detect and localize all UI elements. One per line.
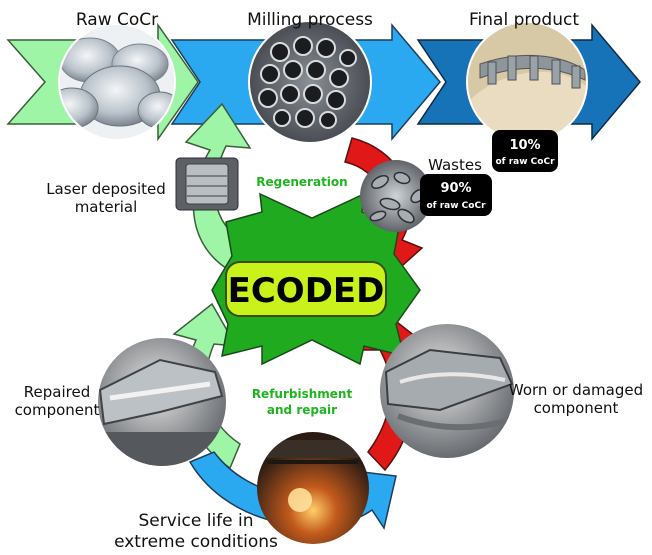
final-percent: 10% bbox=[509, 138, 540, 153]
worn-label-line1: Worn or damaged bbox=[509, 381, 643, 399]
service-life-photo bbox=[257, 432, 369, 544]
laser-deposit-photo bbox=[175, 157, 239, 211]
worn-label-line2: component bbox=[534, 399, 619, 417]
final-percent-caption: of raw CoCr bbox=[495, 157, 555, 167]
wastes-badge: 90% of raw CoCr bbox=[420, 174, 492, 216]
refurb-label-line1: Refurbishment bbox=[252, 387, 353, 401]
laser-label-line2: material bbox=[75, 198, 138, 216]
waste-percent: 90% bbox=[440, 181, 471, 196]
arrow-regeneration-up bbox=[184, 102, 259, 283]
raw-cocr-photo bbox=[58, 23, 176, 141]
milling-label: Milling process bbox=[247, 10, 373, 30]
final-product-badge: 10% of raw CoCr bbox=[492, 130, 558, 172]
waste-percent-caption: of raw CoCr bbox=[426, 201, 486, 211]
laser-label-line1: Laser deposited bbox=[46, 180, 166, 198]
repaired-label-line1: Repaired bbox=[24, 383, 90, 401]
refurb-label-line2: and repair bbox=[267, 403, 337, 417]
worn-component-photo bbox=[380, 324, 514, 458]
repaired-component-photo bbox=[98, 338, 226, 466]
service-life-line1: Service life in bbox=[138, 511, 253, 531]
milling-photo bbox=[248, 20, 372, 144]
ecoded-box bbox=[225, 261, 387, 317]
wastes-label: Wastes bbox=[428, 156, 482, 174]
regeneration-label: Regeneration bbox=[256, 175, 347, 189]
ecoded-title: ECODED bbox=[228, 271, 385, 311]
raw-cocr-label: Raw CoCr bbox=[76, 10, 158, 30]
repaired-label-line2: component bbox=[15, 401, 100, 419]
final-product-label: Final product bbox=[469, 10, 579, 30]
service-life-line2: extreme conditions bbox=[114, 532, 278, 552]
